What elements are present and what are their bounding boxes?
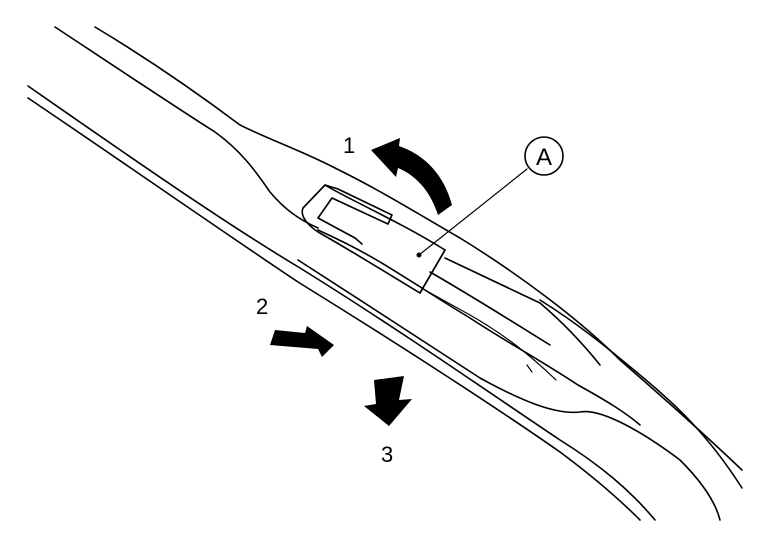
arrow-3: 3 [364, 376, 412, 467]
step-label-1: 1 [343, 133, 355, 158]
right-arrow-icon [270, 326, 334, 357]
callout-circle [524, 136, 564, 176]
down-arrow-icon [364, 376, 412, 426]
callout-a: A [418, 136, 564, 256]
curved-arrow-icon [371, 138, 452, 215]
step-label-3: 3 [381, 442, 393, 467]
wiper-clip [301, 184, 601, 381]
callout-label: A [536, 144, 552, 171]
arrow-1: 1 [343, 133, 452, 215]
wiper-blade [27, 85, 721, 521]
wiper-arm [54, 26, 743, 489]
step-label-2: 2 [256, 294, 268, 319]
arrow-2: 2 [256, 294, 334, 357]
